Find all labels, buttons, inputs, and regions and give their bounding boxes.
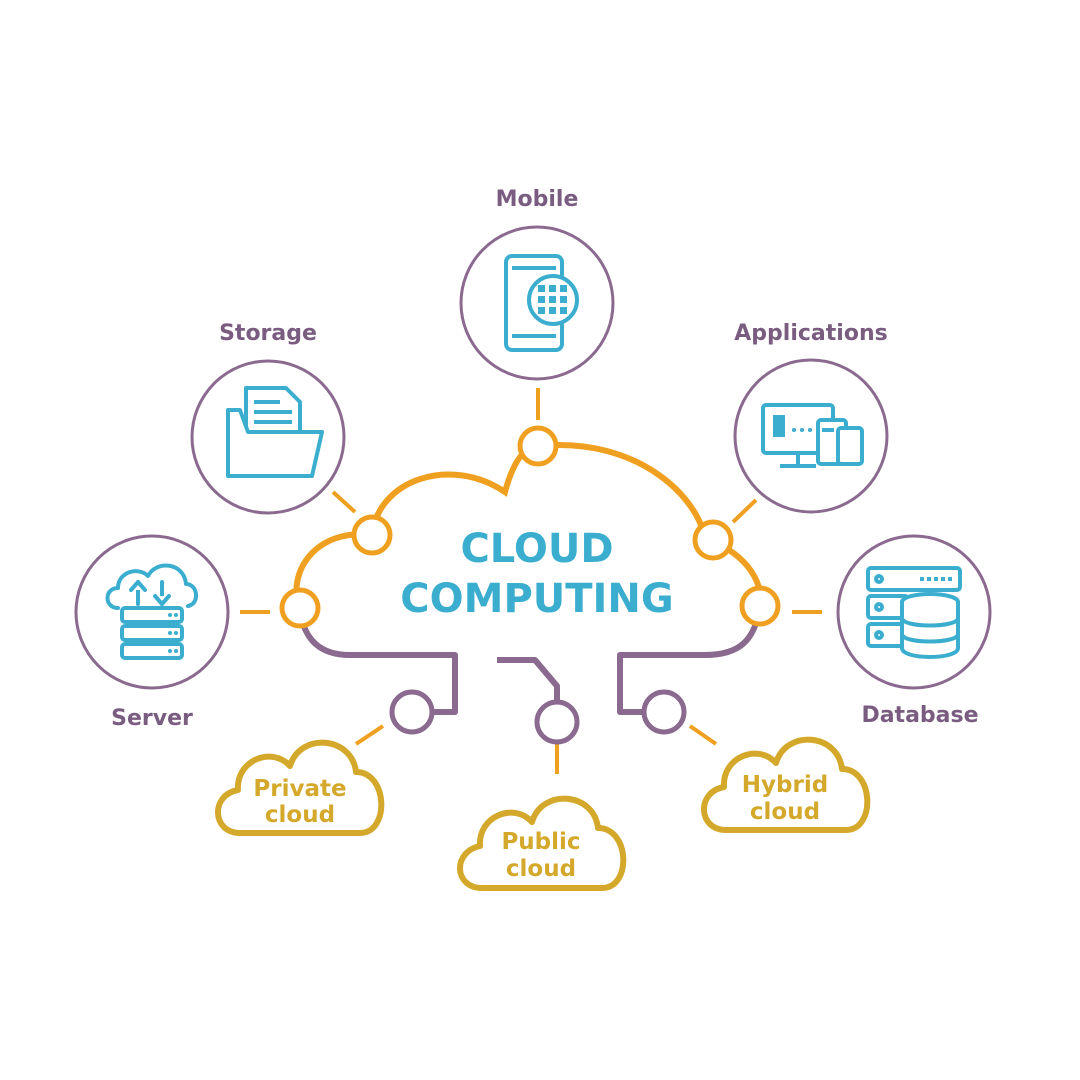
cloud-nodes	[279, 425, 781, 629]
node-public	[534, 699, 580, 745]
label-public-line1: Public	[501, 829, 580, 855]
connector-hybrid	[688, 724, 718, 746]
node-hybrid	[641, 689, 687, 735]
deployment-clouds	[215, 736, 871, 891]
circuit-public	[497, 657, 560, 700]
label-server: Server	[111, 706, 193, 731]
center-title-line1: CLOUD	[460, 526, 613, 572]
connector-private	[354, 724, 385, 746]
hybrid-cloud-shape	[701, 736, 871, 833]
label-private-line2: cloud	[265, 802, 335, 828]
node-mobile	[517, 425, 559, 467]
label-hybrid-line2: cloud	[750, 799, 820, 825]
deployment-connectors	[354, 724, 718, 774]
applications-devices-icon	[761, 403, 864, 468]
private-cloud-shape	[215, 739, 385, 836]
label-private-line1: Private	[253, 776, 346, 802]
label-public-line2: cloud	[506, 856, 576, 882]
connector-applications	[731, 498, 758, 524]
circuit-private	[297, 611, 458, 715]
mobile-icon	[504, 254, 579, 352]
node-applications	[692, 519, 734, 561]
folder-documents-icon	[226, 386, 324, 478]
label-database: Database	[861, 703, 978, 728]
label-hybrid-line1: Hybrid	[742, 772, 828, 798]
database-server-icon	[866, 566, 962, 659]
service-labels: Mobile Storage Applications Server Datab…	[111, 187, 978, 731]
deployment-labels: Private cloud Public cloud Hybrid cloud	[253, 772, 828, 882]
node-private	[389, 689, 435, 735]
center-title-line2: COMPUTING	[400, 576, 673, 622]
label-applications: Applications	[734, 321, 887, 346]
node-server	[279, 587, 321, 629]
node-storage	[351, 514, 393, 556]
label-storage: Storage	[219, 321, 317, 346]
service-connectors	[240, 388, 822, 614]
connector-storage	[331, 490, 357, 514]
cloud-server-icon	[105, 563, 198, 660]
circuit-nodes	[389, 689, 687, 745]
public-cloud-shape	[457, 795, 627, 891]
node-database	[739, 585, 781, 627]
label-mobile: Mobile	[496, 187, 579, 212]
